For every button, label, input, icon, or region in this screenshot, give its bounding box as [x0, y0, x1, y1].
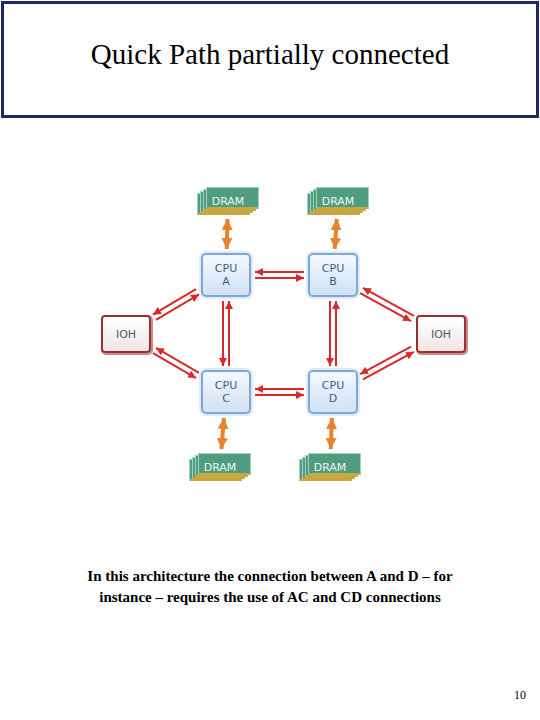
link-line — [228, 301, 230, 366]
node-label: CPU A — [215, 262, 237, 288]
quickpath-link — [223, 301, 229, 366]
io-hub-box: IOH — [101, 315, 151, 353]
slide-title: Quick Path partially connected — [0, 38, 540, 71]
page-number: 10 — [514, 688, 526, 703]
link-line — [153, 353, 196, 378]
io-hub-box: IOH — [416, 315, 466, 353]
cpu-box: CPU B — [308, 253, 358, 297]
cpu-box: CPU A — [201, 253, 251, 297]
link-line — [360, 347, 411, 374]
quickpath-link — [360, 347, 414, 380]
link-line — [255, 388, 304, 390]
node-label: DRAM — [314, 461, 347, 474]
memory-link — [331, 418, 332, 449]
node-label: IOH — [431, 328, 451, 341]
node-label: DRAM — [212, 195, 245, 208]
cpu-box: CPU D — [308, 370, 358, 414]
quickpath-link — [360, 288, 414, 321]
memory-module: DRAM — [307, 187, 369, 215]
link-line — [329, 301, 331, 366]
memory-link — [226, 219, 228, 249]
link-line — [335, 219, 337, 249]
node-label: DRAM — [204, 461, 237, 474]
node-label: CPU D — [322, 379, 344, 405]
link-line — [363, 288, 414, 316]
memory-module: DRAM — [189, 453, 251, 481]
link-line — [156, 348, 199, 373]
memory-link — [221, 418, 223, 449]
node-label: CPU B — [322, 262, 344, 288]
quickpath-link — [153, 348, 199, 378]
quickpath-link — [255, 272, 304, 278]
link-line — [255, 277, 304, 279]
link-line — [225, 219, 230, 249]
link-line — [255, 271, 304, 273]
memory-module: DRAM — [299, 453, 361, 481]
cpu-box: CPU C — [201, 370, 251, 414]
link-line — [360, 293, 411, 321]
node-label: CPU C — [215, 379, 237, 405]
quickpath-link — [255, 389, 304, 395]
link-line — [335, 301, 337, 366]
link-line — [156, 294, 199, 319]
memory-link — [335, 219, 337, 249]
link-line — [153, 289, 196, 314]
link-line — [363, 352, 414, 379]
link-line — [255, 394, 304, 396]
caption: In this architecture the connection betw… — [60, 566, 480, 608]
quickpath-link — [330, 301, 336, 366]
memory-module: DRAM — [197, 187, 259, 215]
node-label: IOH — [116, 328, 136, 341]
quickpath-link — [153, 289, 199, 320]
link-line — [331, 418, 332, 449]
link-line — [222, 301, 224, 366]
link-line — [221, 418, 223, 449]
node-label: DRAM — [322, 195, 355, 208]
